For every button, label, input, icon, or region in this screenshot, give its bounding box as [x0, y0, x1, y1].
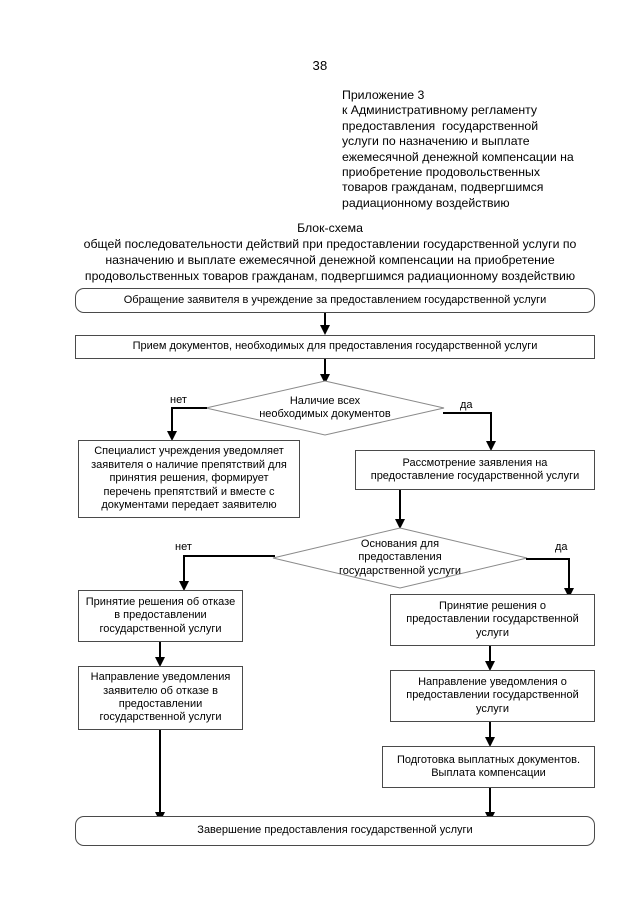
arrow-head: [564, 588, 574, 598]
arrow-head: [485, 737, 495, 747]
arrow-head: [485, 661, 495, 671]
scheme-title-subtitle: общей последовательности действий при пр…: [83, 237, 577, 283]
node-refusal-decision-label: Принятие решения об отказе в предоставле…: [85, 595, 236, 635]
decision-grounds-label: Основания для предоставления государстве…: [339, 537, 461, 577]
connector-decision2-yes-vertical: [568, 558, 570, 590]
connector-start-to-accept: [324, 313, 326, 326]
appendix-line: услуги по назначению и выплате: [342, 134, 530, 149]
node-review-application: Рассмотрение заявления на предоставление…: [355, 450, 595, 490]
connector-decision1-no-horizontal: [171, 407, 207, 409]
appendix-reference-block: Приложение 3 к Административному регламе…: [342, 88, 612, 211]
appendix-line: Приложение 3: [342, 88, 425, 102]
node-end-label: Завершение предоставления государственно…: [197, 824, 473, 837]
node-payment-documents-label: Подготовка выплатных документов. Выплата…: [396, 753, 581, 779]
arrow-head: [155, 657, 165, 667]
connector-decision2-no-vertical: [183, 555, 185, 583]
branch-label-grounds-yes: да: [555, 541, 568, 553]
arrow-head: [179, 581, 189, 591]
node-grant-decision: Принятие решения о предоставлении госуда…: [390, 594, 595, 646]
node-review-application-label: Рассмотрение заявления на предоставление…: [370, 456, 580, 482]
diamond-shape: [272, 527, 528, 589]
branch-label-documents-no: нет: [170, 394, 187, 406]
connector-refusal-decision-to-notice: [159, 642, 161, 659]
connector-review-to-decision2: [399, 490, 401, 521]
node-accept-documents-label: Прием документов, необходимых для предос…: [132, 340, 538, 353]
decision-documents-available-label: Наличие всех необходимых документов: [259, 394, 391, 420]
node-start-label: Обращение заявителя в учреждение за пред…: [123, 293, 547, 306]
connector-decision2-yes-horizontal: [526, 558, 570, 560]
appendix-line: к Административному регламенту: [342, 103, 538, 118]
connector-decision1-yes-vertical: [490, 412, 492, 443]
connector-decision1-yes-horizontal: [443, 412, 492, 414]
node-refusal-notice-label: Направление уведомления заявителю об отк…: [90, 671, 231, 724]
node-grant-notice: Направление уведомления о предоставлении…: [390, 670, 595, 722]
appendix-line: предоставления государственной: [342, 118, 539, 133]
connector-grant-notice-to-payment: [489, 722, 491, 739]
node-payment-documents: Подготовка выплатных документов. Выплата…: [382, 746, 595, 788]
connector-payment-to-end: [489, 788, 491, 815]
scheme-title-heading: Блок-схема: [297, 221, 363, 235]
arrow-head: [320, 325, 330, 335]
scheme-title: Блок-схема общей последовательности дейс…: [60, 220, 600, 284]
connector-accept-to-decision1: [324, 359, 326, 375]
page-number: 38: [312, 58, 328, 73]
arrow-head: [167, 431, 177, 441]
node-refusal-notice: Направление уведомления заявителю об отк…: [78, 666, 243, 730]
node-grant-notice-label: Направление уведомления о предоставлении…: [406, 675, 579, 715]
decision-grounds-for-service: Основания для предоставления государстве…: [272, 527, 528, 589]
node-accept-documents: Прием документов, необходимых для предос…: [75, 335, 595, 359]
node-refusal-decision: Принятие решения об отказе в предоставле…: [78, 590, 243, 642]
appendix-line: товаров гражданам, подвергшимся: [342, 180, 544, 195]
connector-grant-decision-to-notice: [489, 646, 491, 663]
connector-decision2-no-horizontal: [183, 555, 275, 557]
decision-grounds-label-wrap: Основания для предоставления государстве…: [272, 527, 528, 589]
arrow-head: [486, 441, 496, 451]
connector-decision1-no-vertical: [171, 407, 173, 433]
node-start: Обращение заявителя в учреждение за пред…: [75, 288, 595, 313]
appendix-line: ежемесячной денежной компенсации на: [342, 149, 574, 164]
node-end: Завершение предоставления государственно…: [75, 816, 595, 846]
node-notify-obstacles-label: Специалист учреждения уведомляет заявите…: [91, 445, 287, 512]
appendix-line: радиационному воздействию: [342, 195, 510, 210]
arrow-head: [320, 374, 330, 384]
node-grant-decision-label: Принятие решения о предоставлении госуда…: [406, 599, 579, 639]
diamond-shape: [205, 380, 445, 436]
connector-refusal-notice-to-end: [159, 730, 161, 815]
branch-label-documents-yes: да: [460, 399, 473, 411]
branch-label-grounds-no: нет: [175, 541, 192, 553]
appendix-line: приобретение продовольственных: [342, 165, 540, 180]
decision-documents-available-label-wrap: Наличие всех необходимых документов: [205, 380, 445, 436]
decision-documents-available: Наличие всех необходимых документов: [205, 380, 445, 436]
arrow-head: [395, 519, 405, 529]
node-notify-obstacles: Специалист учреждения уведомляет заявите…: [78, 440, 300, 518]
